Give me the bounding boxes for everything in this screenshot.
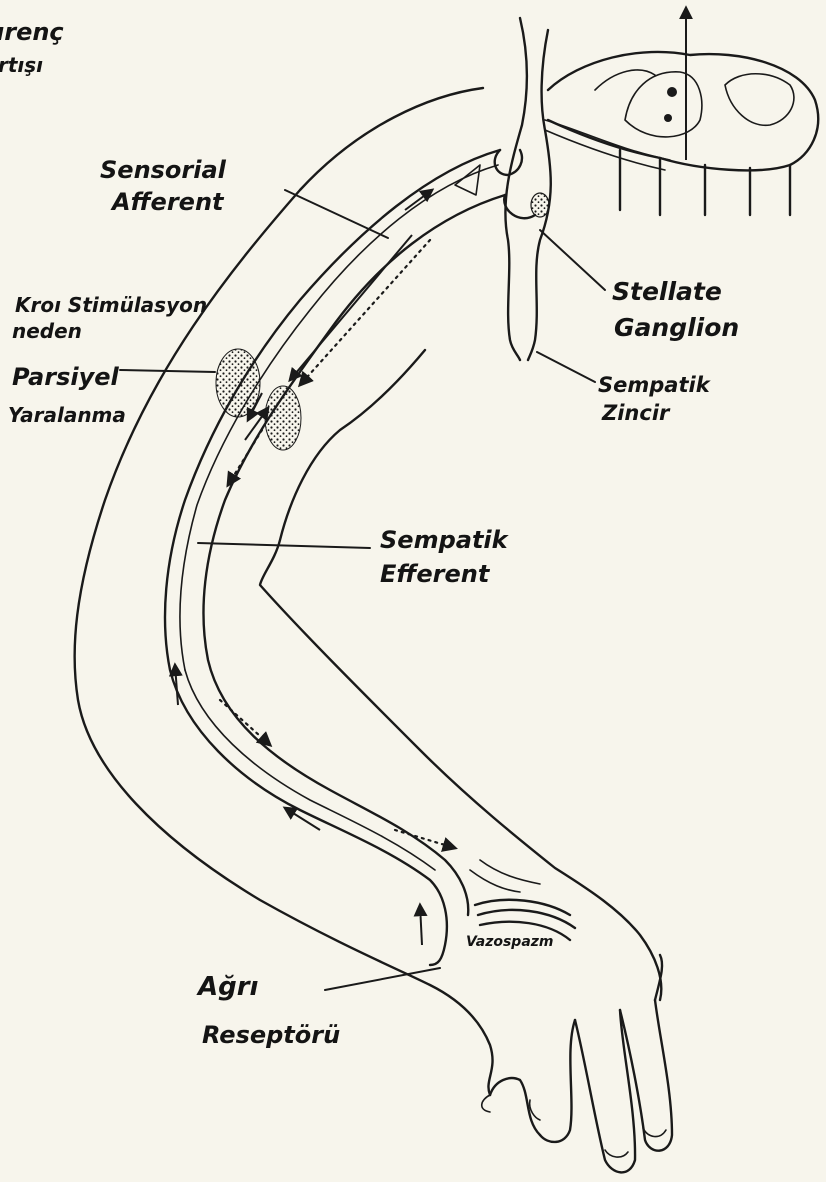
sympathetic-chain: [455, 18, 551, 360]
label-sempatik-efferent-2: Efferent: [380, 560, 491, 588]
label-sempatik-efferent-1: Sempatik: [380, 526, 510, 554]
label-agri: Ağrı: [196, 972, 259, 1002]
label-stellate: Stellate: [612, 277, 722, 306]
label-reseptoru: Reseptörü: [202, 1021, 340, 1049]
label-sempatik-zincir-2: Zincir: [601, 401, 671, 425]
label-ganglion: Ganglion: [614, 313, 739, 342]
label-sempatik-zincir-1: Sempatik: [598, 373, 712, 397]
label-afferent: Afferent: [110, 188, 225, 216]
spinal-cord-section: [545, 8, 818, 215]
label-top-left-1: ırenç: [0, 18, 64, 46]
nerve-tract: [165, 150, 505, 965]
label-top-left-2: rtışı: [0, 53, 43, 77]
label-yaralanma: Yaralanma: [8, 403, 126, 427]
label-kronik-stimulasyon: Kroı Stimülasyon: [15, 293, 207, 317]
label-neden: neden: [12, 319, 82, 343]
label-vazospazm: Vazospazm: [466, 934, 554, 950]
label-sensorial: Sensorial: [100, 156, 227, 184]
label-parsiyel: Parsiyel: [12, 363, 120, 391]
